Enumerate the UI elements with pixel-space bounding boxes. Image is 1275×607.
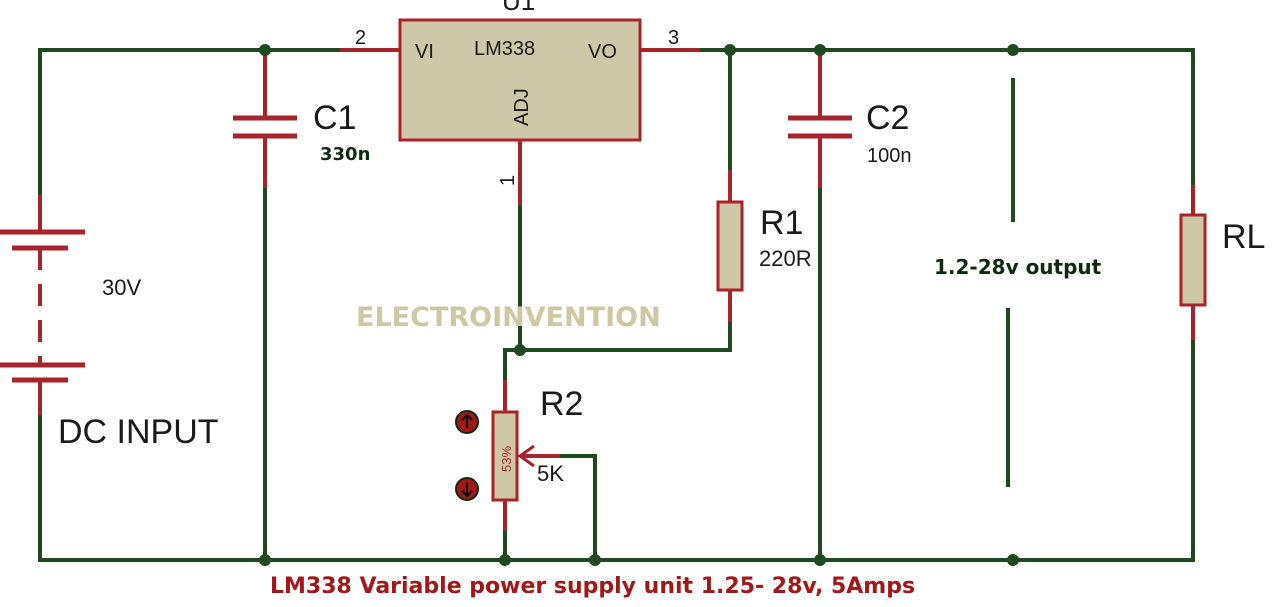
battery-value: 30V — [102, 275, 141, 300]
junction-dot — [589, 554, 601, 566]
junction-dots — [259, 44, 1019, 566]
junction-dot — [499, 554, 511, 566]
regulator-pin-adj: ADJ — [511, 88, 533, 126]
junction-dot — [259, 554, 271, 566]
pin-number-adj: 1 — [497, 175, 519, 186]
regulator-pin-vo: VO — [588, 41, 617, 63]
schematic-title: LM338 Variable power supply unit 1.25- 2… — [270, 574, 915, 599]
pin-number-out: 3 — [668, 27, 679, 49]
r2-decrease-icon[interactable] — [455, 477, 479, 501]
regulator-pin-vi: VI — [415, 41, 434, 63]
r2-body — [491, 410, 519, 502]
r2-value: 5K — [537, 461, 564, 486]
c1-designator: C1 — [313, 99, 356, 137]
watermark: ELECTROINVENTION — [356, 302, 661, 333]
r2-increase-icon[interactable] — [455, 410, 479, 434]
regulator-part-number: LM338 — [474, 38, 535, 60]
regulator-designator: U1 — [502, 0, 535, 16]
wires — [38, 48, 1195, 562]
junction-dot — [1007, 44, 1019, 56]
r2-wiper-arrow-head — [517, 444, 535, 468]
junction-dot — [724, 44, 736, 56]
component-plates — [0, 115, 852, 383]
wire-adj-r1 — [503, 320, 732, 352]
c2-designator: C2 — [866, 99, 909, 137]
regulator-body — [398, 18, 642, 142]
c2-value: 100n — [867, 145, 912, 167]
junction-dot — [814, 44, 826, 56]
r1-designator: R1 — [760, 204, 803, 242]
battery-label: DC INPUT — [58, 413, 219, 451]
rl-body — [1179, 213, 1207, 307]
output-label: 1.2-28v output — [934, 255, 1102, 279]
r2-designator: R2 — [540, 385, 583, 423]
r1-value: 220R — [759, 246, 812, 271]
junction-dot — [1007, 554, 1019, 566]
pin-leads — [38, 48, 1195, 530]
junction-dot — [259, 44, 271, 56]
wire-r2-wiper — [558, 454, 597, 562]
r2-wiper-percent: 53% — [499, 446, 514, 472]
r1-body — [716, 200, 744, 292]
pin-number-in: 2 — [355, 27, 366, 49]
junction-dot — [814, 554, 826, 566]
junction-dot — [514, 344, 526, 356]
c1-value: 330n — [320, 144, 370, 165]
rl-designator: RL — [1222, 218, 1265, 256]
